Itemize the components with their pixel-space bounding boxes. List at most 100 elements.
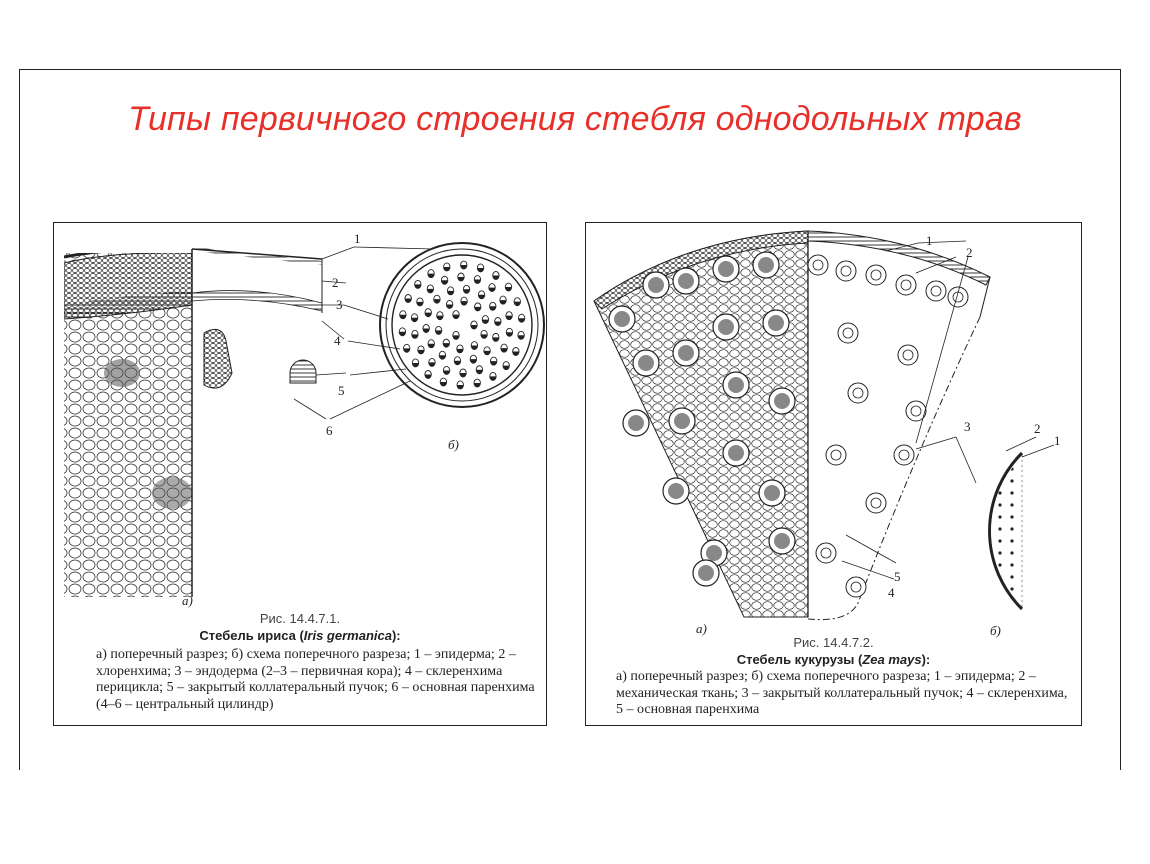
vascular-bundle	[442, 338, 450, 348]
vascular-bundle	[469, 354, 478, 364]
vascular-bundle	[438, 350, 447, 360]
vascular-bundle	[502, 361, 510, 371]
vascular-bundle	[845, 576, 867, 598]
iris-callout-2: 2	[332, 275, 339, 290]
maize-callout-2-right: 2	[1034, 421, 1041, 436]
vascular-bundle	[434, 325, 443, 335]
vascular-bundle	[642, 271, 670, 299]
vascular-bundle	[672, 267, 700, 295]
vascular-bundle	[416, 297, 424, 307]
vascular-bundle	[452, 330, 460, 340]
vascular-bundle	[457, 272, 465, 282]
maize-label-a: а)	[696, 621, 707, 636]
vascular-bundle	[460, 260, 468, 270]
maize-callout-3: 3	[964, 419, 971, 434]
vascular-bundle	[895, 274, 917, 296]
vascular-bundle	[672, 339, 700, 367]
vascular-bundle	[427, 339, 435, 349]
vascular-bundle	[762, 309, 790, 337]
vascular-bundle	[470, 341, 479, 351]
vascular-bundle	[489, 371, 497, 381]
vascular-bundle	[410, 313, 419, 323]
vascular-bundle	[411, 358, 420, 368]
vascular-bundle	[470, 320, 478, 330]
vascular-bundle	[481, 315, 490, 325]
vascular-bundle	[517, 330, 525, 340]
vascular-bundle	[417, 345, 425, 355]
vascular-bundle	[476, 263, 485, 273]
iris-callout-3: 3	[336, 297, 343, 312]
vascular-bundle	[752, 251, 780, 279]
vascular-bundle	[452, 310, 460, 320]
maize-callout-4: 4	[888, 585, 895, 600]
maize-stem-illustration	[593, 230, 1055, 621]
vascular-bundle	[500, 343, 508, 353]
maize-callout-1-top: 1	[926, 233, 933, 248]
vascular-bundle	[442, 366, 451, 375]
iris-cross-section-a	[64, 253, 192, 597]
iris-callout-1: 1	[354, 231, 361, 246]
vascular-bundle	[460, 296, 468, 306]
vascular-bundle	[712, 313, 740, 341]
vascular-bundle	[398, 327, 407, 337]
vascular-bundle	[865, 264, 887, 286]
iris-callout-6: 6	[326, 423, 333, 438]
vascular-bundle	[722, 371, 750, 399]
vascular-bundle	[473, 378, 481, 388]
vascular-bundle	[445, 299, 454, 309]
vascular-bundle	[494, 317, 502, 326]
vascular-bundle	[925, 280, 947, 302]
vascular-bundle	[411, 329, 419, 339]
vascular-bundle	[489, 301, 497, 311]
iris-label-b: б)	[448, 437, 459, 452]
vascular-bundle	[768, 387, 796, 415]
vascular-bundle	[513, 297, 521, 307]
vascular-bundle	[492, 271, 500, 280]
vascular-bundle	[768, 527, 796, 555]
vascular-bundle	[897, 344, 919, 366]
vascular-bundle	[837, 322, 859, 344]
vascular-bundle	[477, 290, 486, 300]
iris-stem-illustration	[64, 242, 545, 597]
vascular-bundle	[505, 327, 514, 337]
maize-caption-description: а) поперечный разрез; б) схема поперечно…	[616, 669, 1068, 717]
maize-callout-2-top: 2	[966, 245, 973, 260]
vascular-bundle	[947, 286, 969, 308]
vascular-bundle	[446, 286, 455, 296]
iris-figure-panel: 1 2 3 4 5 6 а) б) Рис. 14.4.7.1. Стебель…	[53, 222, 547, 726]
page-title: Типы первичного строения стебля однодоль…	[128, 100, 1022, 138]
vascular-bundle	[622, 409, 650, 437]
vascular-bundle	[424, 308, 432, 318]
vascular-bundle	[473, 275, 482, 284]
vascular-bundle	[807, 254, 829, 276]
iris-scheme-b	[379, 242, 545, 408]
vascular-bundle	[608, 305, 636, 333]
vascular-bundle	[632, 349, 660, 377]
vascular-bundle	[459, 368, 467, 378]
vascular-bundle	[475, 365, 484, 375]
vascular-bundle	[422, 324, 430, 333]
vascular-bundle	[504, 282, 513, 292]
vascular-bundle	[426, 284, 435, 294]
vascular-bundle	[483, 346, 491, 356]
vascular-bundle	[835, 260, 857, 282]
vascular-bundle	[847, 382, 869, 404]
vascular-bundle	[905, 400, 927, 422]
vascular-bundle	[758, 479, 786, 507]
vascular-bundle	[428, 357, 436, 367]
vascular-bundle	[474, 302, 482, 312]
vascular-bundle	[403, 343, 411, 353]
vascular-bundle	[499, 295, 507, 305]
vascular-bundle	[462, 284, 471, 294]
maize-scheme-b	[988, 451, 1024, 611]
vascular-bundle	[480, 329, 488, 339]
vascular-bundle	[489, 356, 498, 366]
iris-caption-description: а) поперечный разрез; б) схема поперечно…	[96, 647, 535, 712]
vascular-bundle	[456, 380, 464, 390]
page-frame	[19, 69, 1121, 770]
iris-callout-5: 5	[338, 383, 345, 398]
maize-callout-1-right: 1	[1054, 433, 1061, 448]
maize-label-b: б)	[990, 623, 1001, 638]
vascular-bundle	[488, 283, 496, 293]
vascular-bundle	[436, 311, 444, 321]
